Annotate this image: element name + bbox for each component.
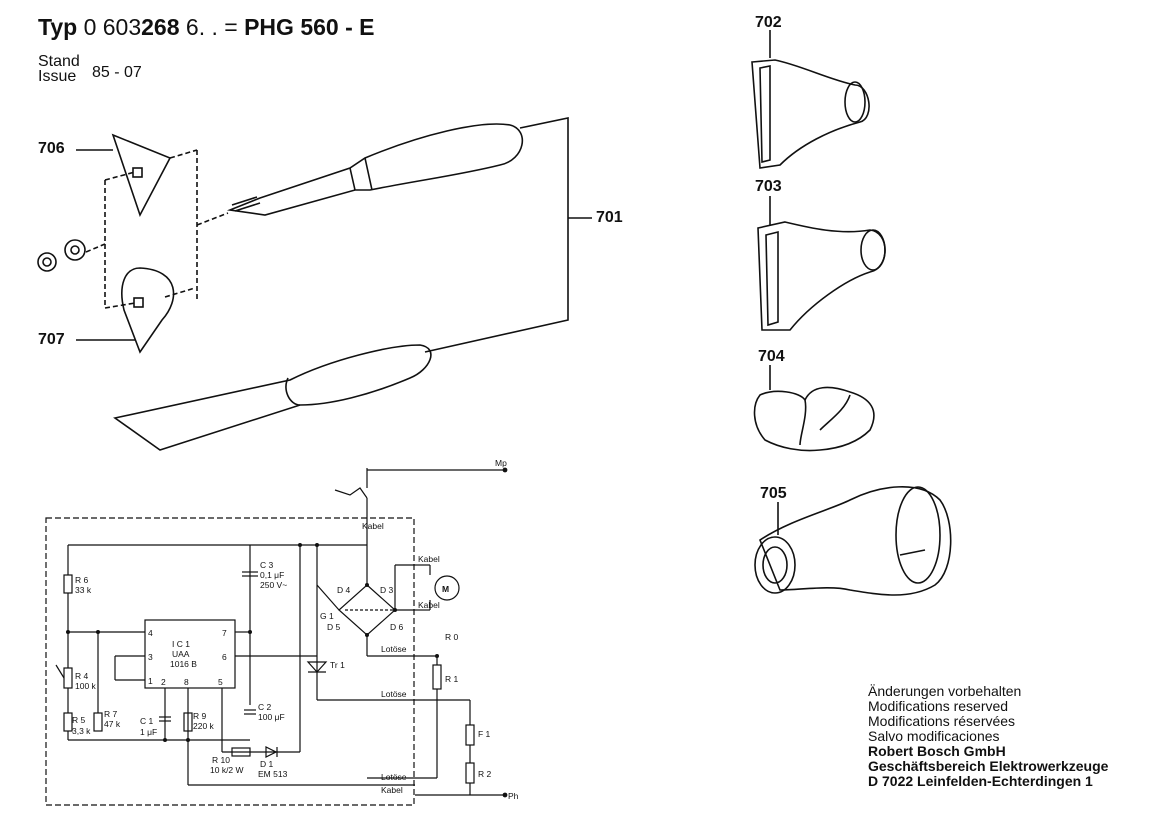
label-f1: F 1 [478,729,491,739]
part-number-701: 701 [596,209,623,226]
label-c1-value: 1 μF [140,727,157,737]
part-number-703: 703 [755,178,782,195]
stand-label: Stand [38,53,80,70]
note-de: Änderungen vorbehalten [868,683,1022,699]
typ-number-b: 268 [141,14,180,40]
label-lotose-2: Lotöse [381,689,407,699]
label-tr1: Tr 1 [330,660,345,670]
label-d1: D 1 [260,759,274,769]
label-pin3: 3 [148,652,153,662]
label-g1: G 1 [320,611,334,621]
label-pin7: 7 [222,628,227,638]
nozzle-702 [751,59,870,169]
label-r7: R 7 [104,709,118,719]
label-pin4: 4 [148,628,153,638]
document-title: Typ 0 603268 6. . = PHG 560 - E [38,14,374,41]
label-pin6: 6 [222,652,227,662]
model-name: PHG 560 - E [244,14,375,40]
part-number-707: 707 [38,331,65,348]
label-ic1: I C 1 [172,639,190,649]
label-pin8: 8 [184,677,189,687]
typ-number-c: 6. . [185,14,218,40]
note-es: Salvo modificaciones [868,728,1000,744]
company-division: Geschäftsbereich Elektrowerkzeuge [868,758,1109,774]
motor-symbol [434,575,460,601]
label-r1: R 1 [445,674,459,684]
typ-label: Typ [38,14,78,40]
typ-number-a: 0 603 [83,14,142,40]
issue-value: 85 - 07 [92,64,142,81]
label-d6: D 6 [390,622,404,632]
label-r9: R 9 [193,711,207,721]
equals-sign: = [224,14,238,40]
label-r10: R 10 [212,755,230,765]
label-c2: C 2 [258,702,272,712]
label-kabel-bottom: Kabel [381,785,403,795]
company-address: D 7022 Leinfelden-Echterdingen 1 [868,773,1093,789]
label-r5: R 5 [72,715,86,725]
label-r2: R 2 [478,769,492,779]
label-r4-value: 100 k [75,681,97,691]
label-kabel-top: Kabel [362,521,384,531]
notes-block: Änderungen vorbehalten Modifications res… [868,684,1108,789]
label-d3: D 3 [380,585,394,595]
part-number-705: 705 [760,485,787,502]
nut [37,252,57,272]
label-r4: R 4 [75,671,89,681]
company-name: Robert Bosch GmbH [868,743,1006,759]
ic1-chip [144,619,236,689]
label-kabel-motor-bottom: Kabel [418,600,440,610]
label-pin2: 2 [161,677,166,687]
label-r7-value: 47 k [104,719,121,729]
nozzle-705 [759,486,952,596]
blade-707 [121,267,175,354]
r6-resistor [63,574,73,594]
label-d1-value: EM 513 [258,769,288,779]
label-lotose-1: Lotöse [381,644,407,654]
part-number-706: 706 [38,140,65,157]
label-lotose-3: Lotöse [381,772,407,782]
label-pin1: 1 [148,676,153,686]
label-ph: Ph [508,791,519,801]
label-r6-value: 33 k [75,585,92,595]
label-r10-value: 10 k/2 W [210,765,244,775]
enclosure-outline [45,517,415,806]
label-c3-value: 0,1 μF [260,570,284,580]
handle-lower [113,344,432,451]
label-r6: R 6 [75,575,89,585]
label-c1: C 1 [140,716,154,726]
label-ic1-number: 1016 B [170,659,197,669]
issue-label: Issue [38,68,77,85]
label-r9-value: 220 k [193,721,215,731]
label-mp: Mp [495,458,507,468]
label-ic1-type: UAA [172,649,190,659]
label-r0: R 0 [445,632,459,642]
label-c2-value: 100 μF [258,712,285,722]
label-kabel-motor-top: Kabel [418,554,440,564]
label-pin5: 5 [218,677,223,687]
stand-issue-labels: Stand Issue [38,53,80,85]
part-number-702: 702 [755,14,782,31]
label-r5-value: 3,3 k [72,726,91,736]
washer [64,239,86,261]
label-motor: M [442,584,449,594]
note-en: Modifications reserved [868,698,1009,714]
label-c3-voltage: 250 V~ [260,580,287,590]
note-fr: Modifications réservées [868,713,1016,729]
handle-upper [226,123,524,216]
part-number-704: 704 [758,348,785,365]
label-d4: D 4 [337,585,351,595]
label-c3: C 3 [260,560,274,570]
label-d5: D 5 [327,622,341,632]
